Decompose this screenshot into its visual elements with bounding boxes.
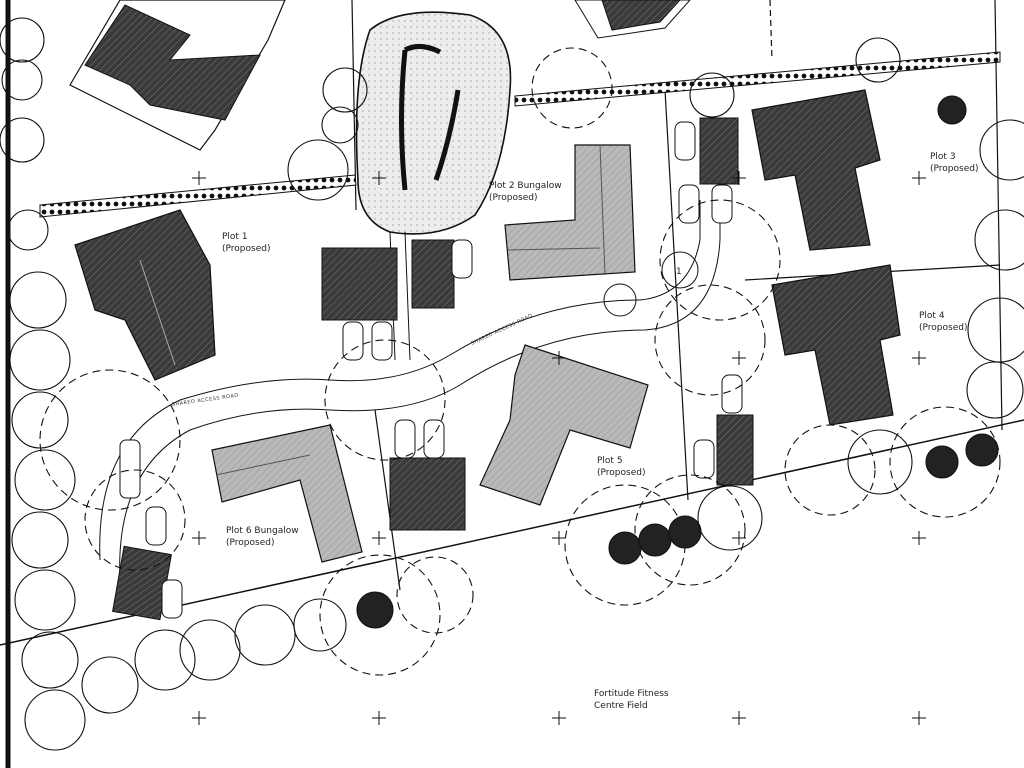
road-label-right: SHARED ACCESS ROAD (470, 313, 534, 347)
plot-5-name: Plot 5 (597, 456, 623, 466)
hedgerows (39, 51, 1001, 218)
parking-cars (119, 121, 743, 619)
field-label-line1: Fortitude Fitness (594, 689, 669, 699)
plot-4-name: Plot 4 (919, 311, 945, 321)
plot-3-name: Plot 3 (930, 152, 956, 162)
plot-6-status: (Proposed) (226, 538, 274, 548)
plot-5-house (479, 344, 649, 506)
plot-2-bungalow (504, 144, 636, 281)
existing-house-top-right (574, 0, 691, 39)
garages-centre (112, 117, 754, 621)
road-label-left: SHARED ACCESS ROAD (171, 393, 239, 408)
field-label-line2: Centre Field (594, 701, 648, 711)
plot-1-house (74, 209, 216, 381)
attenuation-pond (355, 11, 512, 361)
existing-house-top-left (69, 0, 286, 151)
plot-2-name: Plot 2 Bungalow (489, 181, 562, 191)
plot-3-status: (Proposed) (930, 164, 978, 174)
plot-4-status: (Proposed) (919, 323, 967, 333)
plot-5-status: (Proposed) (597, 468, 645, 478)
plot-3-house (751, 89, 881, 251)
trees (0, 17, 1024, 751)
plot-1-status: (Proposed) (222, 244, 270, 254)
grid-crosses (192, 171, 926, 725)
plot-4-house (771, 264, 901, 426)
plot-1-name: Plot 1 (222, 232, 248, 242)
turning-head-marker: 1 (676, 267, 682, 277)
plot-6-name: Plot 6 Bungalow (226, 526, 299, 536)
shared-access-road (99, 200, 721, 581)
plot-2-status: (Proposed) (489, 193, 537, 203)
